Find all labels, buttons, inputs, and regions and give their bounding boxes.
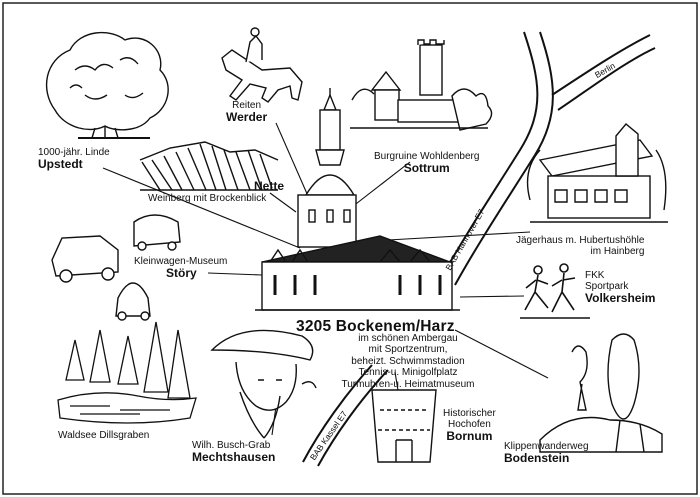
label-stoery: Kleinwagen-Museum Störy (134, 256, 227, 280)
label-jaegerhaus: Jägerhaus m. Hubertushöhle im Hainberg (516, 235, 644, 257)
hochofen-illustration (371, 389, 437, 463)
werder-caption: Reiten (232, 100, 262, 111)
volkersheim-caption2: Sportpark (585, 281, 629, 292)
description-line: Tennis-u. Minigolfplatz (358, 367, 458, 379)
castle-ruin-illustration (350, 39, 493, 131)
volkersheim-caption: FKK (585, 270, 605, 281)
bornum-name: Bornum (446, 429, 493, 443)
label-sottrum: Burgruine Wohldenberg Sottrum (374, 151, 479, 175)
sottrum-name: Sottrum (403, 161, 450, 175)
nette-name: Nette (254, 179, 285, 193)
sottrum-caption: Burgruine Wohldenberg (374, 151, 480, 162)
jaegerhaus-illustration (526, 123, 668, 223)
werder-name: Werder (226, 110, 268, 124)
bodenstein-name: Bodenstein (504, 451, 570, 465)
label-mechtshausen: Wilh. Busch-Grab Mechtshausen (192, 440, 275, 464)
upstedt-name: Upstedt (38, 157, 83, 171)
jaegerhaus-caption: Jägerhaus m. Hubertushöhle (516, 235, 645, 246)
bodenstein-caption: Klippenwanderweg (504, 441, 589, 452)
mechtshausen-caption: Wilh. Busch-Grab (192, 440, 271, 451)
stoery-caption: Kleinwagen-Museum (134, 256, 228, 267)
upstedt-caption: 1000-jähr. Linde (38, 147, 110, 158)
bornum-caption2: Hochofen (447, 419, 491, 430)
kleinwagen-illustration (51, 214, 181, 321)
bornum-caption: Historischer (443, 408, 496, 419)
church-illustration (255, 88, 460, 311)
jaegerhaus-caption2: im Hainberg (590, 246, 645, 257)
label-upstedt: 1000-jähr. Linde Upstedt (38, 147, 110, 171)
runners-illustration (520, 263, 590, 319)
description-line: im schönen Ambergau (358, 333, 458, 344)
forest-lake-illustration (57, 321, 197, 424)
volkersheim-name: Volkersheim (585, 291, 656, 305)
description-line: beheizt. Schwimmstadion (351, 355, 465, 367)
nette-caption: Weinberg mit Brockenblick (148, 193, 267, 204)
description-line: Turmuhren-u. Heimatmuseum (341, 378, 475, 390)
label-werder: Reiten Werder (226, 100, 267, 124)
autobahn-north (439, 31, 656, 286)
autobahn-south (302, 364, 389, 467)
vineyard-hills-illustration (139, 141, 279, 191)
horse-rider-illustration (221, 27, 303, 103)
label-volkersheim: FKK Sportpark Volkersheim (585, 270, 655, 305)
linde-tree-illustration (45, 31, 169, 139)
klippen-illustration (539, 333, 663, 453)
label-bodenstein: Klippenwanderweg Bodenstein (504, 441, 589, 465)
label-bornum: Historischer Hochofen Bornum (443, 408, 496, 443)
label-dillsgraben: Waldsee Dillsgraben (58, 430, 149, 441)
description-line: mit Sportzentrum, (368, 344, 448, 356)
town-description: im schönen Ambergau mit Sportzentrum, be… (313, 333, 503, 390)
wilhelm-busch-portrait (210, 329, 317, 439)
stoery-name: Störy (166, 266, 197, 280)
mechtshausen-name: Mechtshausen (192, 450, 276, 464)
label-nette: Nette Weinberg mit Brockenblick (148, 179, 285, 205)
dillsgraben-caption: Waldsee Dillsgraben (58, 430, 150, 441)
town-title: 3205 Bockenem/Harz (296, 318, 455, 335)
